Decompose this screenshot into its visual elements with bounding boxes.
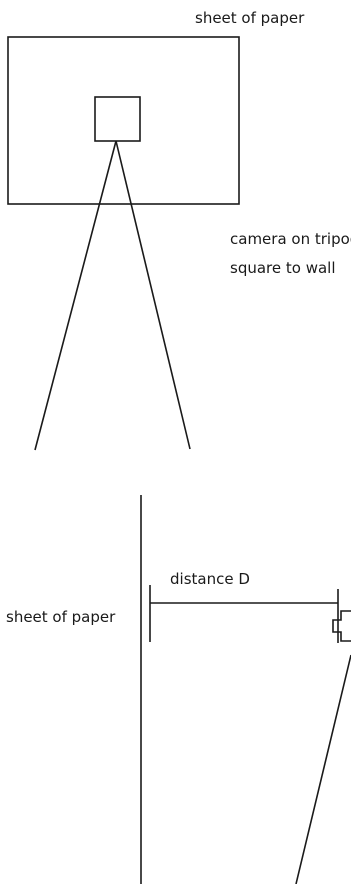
front-view: sheet of paper camera on tripod square t… [7,9,351,451]
camera-viewfinder-square [94,96,141,142]
camera-body-icon [332,610,351,642]
front-paper-label: sheet of paper [195,9,305,27]
tripod-leg-left [34,140,117,451]
camera-label-line1: camera on tripod [230,230,351,248]
camera-label-line2: square to wall [230,259,336,277]
tripod-leg-side [295,654,351,884]
side-paper-label: sheet of paper [6,608,116,626]
distance-label: distance D [170,570,250,588]
sheet-of-paper-rect [7,36,240,205]
side-view: sheet of paper distance D [6,495,351,884]
tripod-leg-right [115,140,191,450]
